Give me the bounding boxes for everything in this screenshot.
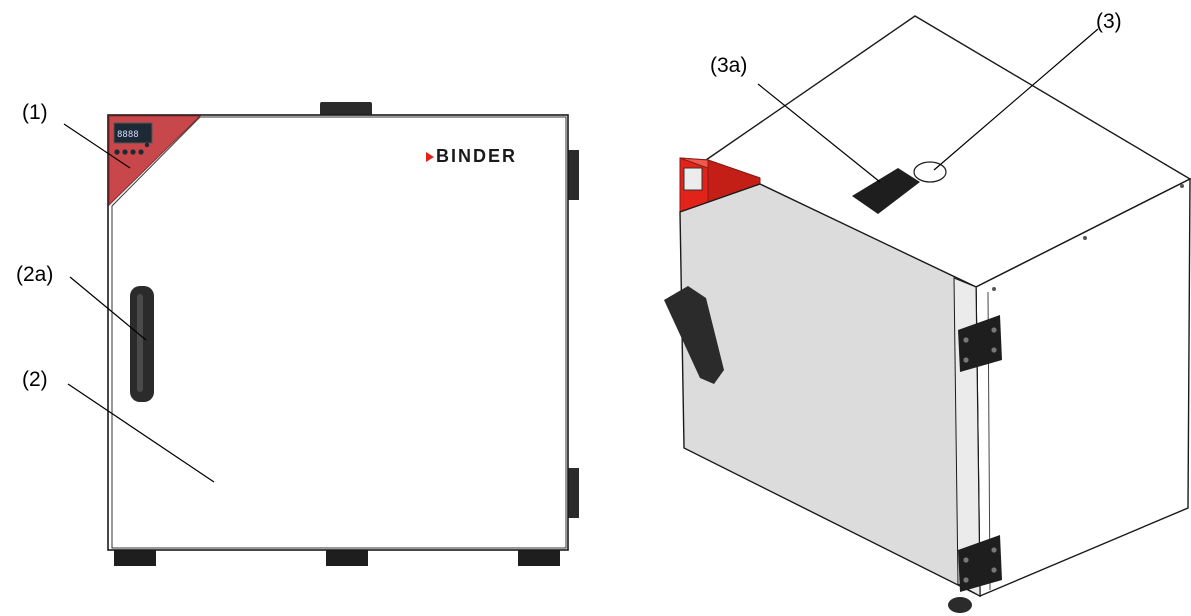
door-handle-highlight <box>137 294 143 392</box>
leader-exhaust-duct <box>933 28 1099 171</box>
callout-door: (2) <box>22 368 48 391</box>
top-grip <box>320 102 372 116</box>
callout-controller: (1) <box>22 101 48 124</box>
front-view: 8888 BINDER (1) (2a) (2) <box>16 101 579 566</box>
controller-buttons <box>114 142 150 155</box>
callout-exhaust-duct: (3) <box>1096 10 1122 33</box>
foot-right <box>518 548 560 566</box>
isometric-view: (3a) (3) <box>664 10 1191 613</box>
leader-door-handle <box>69 276 147 341</box>
iso-door-handle <box>664 286 724 384</box>
side-screws <box>992 184 1184 291</box>
door-front <box>111 116 567 549</box>
foot-center <box>326 548 368 566</box>
iso-hinge-upper <box>958 315 1002 372</box>
leader-controller <box>63 123 131 169</box>
binder-logo: BINDER <box>426 146 517 166</box>
iso-controller-display <box>683 167 703 191</box>
callout-exhaust-flap: (3a) <box>710 54 747 77</box>
exhaust-flap <box>852 168 920 214</box>
leader-exhaust-flap <box>757 83 881 183</box>
controller-display <box>113 122 153 144</box>
exhaust-duct <box>913 161 947 183</box>
iso-hinge-lower <box>958 535 1002 592</box>
callout-door-handle: (2a) <box>16 263 53 286</box>
display-readout: 8888 <box>117 130 139 140</box>
iso-foot-front <box>948 597 972 613</box>
leader-door <box>67 383 215 483</box>
binder-logo-mark <box>426 152 434 162</box>
foot-left <box>114 548 156 566</box>
binder-logo-text: BINDER <box>436 146 517 166</box>
